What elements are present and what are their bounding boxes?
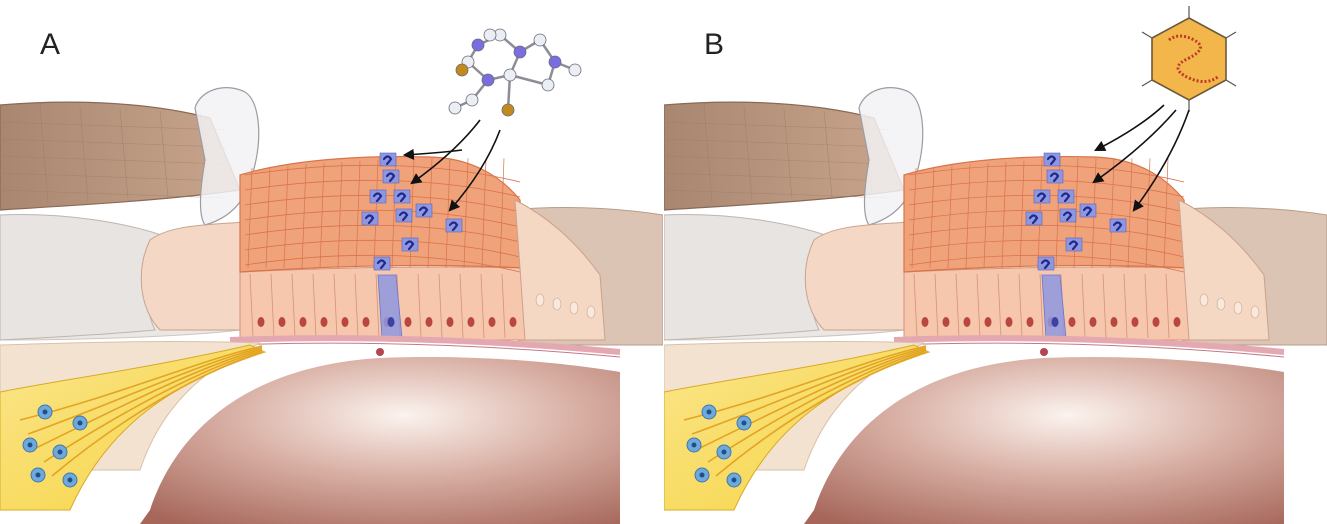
cell-nucleus: [279, 317, 286, 327]
cell-nucleus: [510, 317, 517, 327]
scala-tympani: [140, 357, 620, 524]
transfected-hair-cell: [1060, 209, 1076, 222]
cochlea-illustration: [0, 0, 663, 524]
cell-nucleus: [321, 317, 328, 327]
panel-label: B: [704, 30, 724, 60]
transfected-hair-cell: [1034, 190, 1050, 203]
transfected-hair-cell: [374, 257, 390, 270]
blood-vessel: [1040, 348, 1048, 356]
delivery-arrow: [1096, 105, 1164, 150]
virus-icon: [1142, 6, 1236, 112]
interdental-cells: [805, 222, 919, 330]
panel-label: A: [40, 30, 60, 60]
transfected-hair-cell: [1044, 153, 1060, 166]
cochlea-illustration: [664, 0, 1327, 524]
blood-vessel: [376, 348, 384, 356]
transfected-hair-cell: [362, 212, 378, 225]
cell-nucleus: [405, 317, 412, 327]
transfected-nucleus: [388, 317, 395, 327]
transfected-hair-cell: [1047, 170, 1063, 183]
transfected-nucleus: [1052, 317, 1059, 327]
cell-nucleus: [426, 317, 433, 327]
cell-nucleus: [258, 317, 265, 327]
cell-nucleus: [1153, 317, 1160, 327]
transfected-hair-cell: [1080, 204, 1096, 217]
panel-b: B: [664, 0, 1327, 524]
transfected-hair-cell: [416, 204, 432, 217]
cell-nucleus: [1006, 317, 1013, 327]
cell-nucleus: [1111, 317, 1118, 327]
transfected-hair-cell: [1110, 219, 1126, 232]
transfected-hair-cell: [396, 209, 412, 222]
cell-nucleus: [1132, 317, 1139, 327]
transfected-hair-cell: [1066, 238, 1082, 251]
transfected-hair-cell: [370, 190, 386, 203]
panel-a: A: [0, 0, 663, 524]
cell-nucleus: [1090, 317, 1097, 327]
transfected-hair-cell: [1026, 212, 1042, 225]
interdental-cells: [141, 222, 255, 330]
transfected-hair-cell: [446, 219, 462, 232]
transfected-hair-cell: [402, 238, 418, 251]
cell-nucleus: [1174, 317, 1181, 327]
cell-nucleus: [447, 317, 454, 327]
transfected-hair-cell: [383, 170, 399, 183]
cell-nucleus: [300, 317, 307, 327]
transfected-hair-cell: [1058, 190, 1074, 203]
transfected-hair-cell: [394, 190, 410, 203]
transfected-hair-cell: [1038, 257, 1054, 270]
cell-nucleus: [342, 317, 349, 327]
cell-nucleus: [489, 317, 496, 327]
cell-nucleus: [964, 317, 971, 327]
scala-tympani: [804, 357, 1284, 524]
cell-nucleus: [985, 317, 992, 327]
cell-nucleus: [922, 317, 929, 327]
cell-nucleus: [943, 317, 950, 327]
transfected-hair-cell: [380, 153, 396, 166]
cell-nucleus: [363, 317, 370, 327]
cell-nucleus: [1027, 317, 1034, 327]
molecule-icon: [449, 29, 581, 116]
cell-nucleus: [468, 317, 475, 327]
delivery-arrow: [405, 150, 462, 155]
cell-nucleus: [1069, 317, 1076, 327]
